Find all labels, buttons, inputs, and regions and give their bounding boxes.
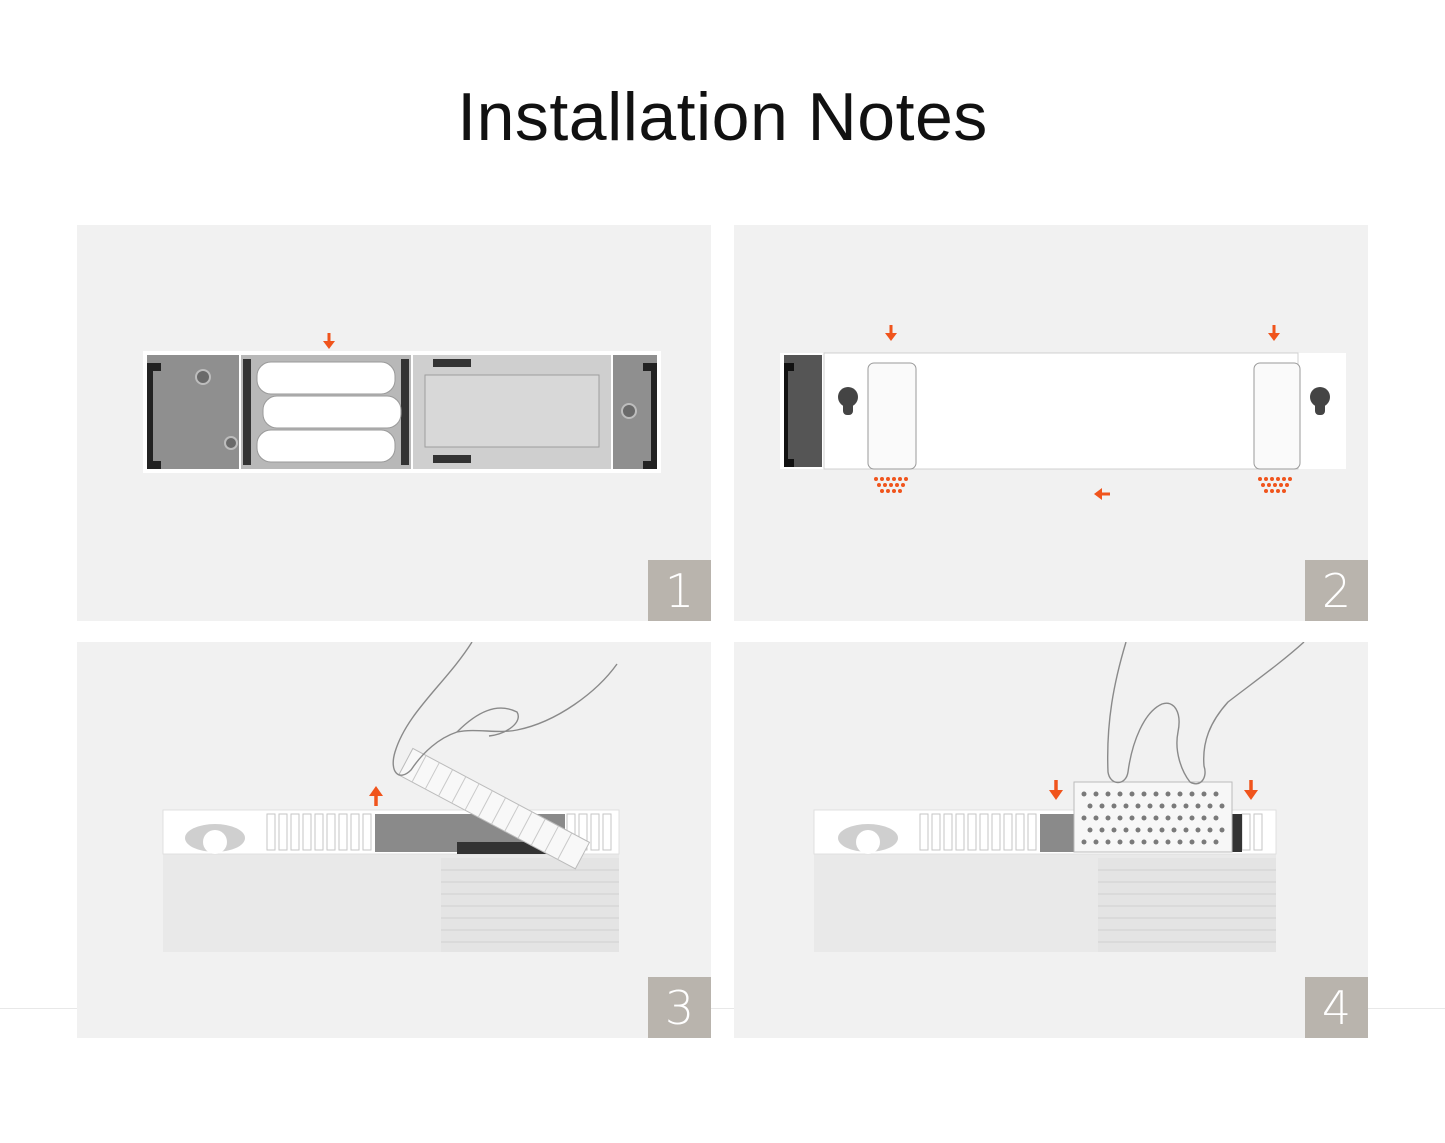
divider	[0, 1008, 1445, 1009]
step-panel-1: 1	[77, 225, 711, 621]
lift-cover-illustration	[162, 642, 620, 952]
step-number-badge: 3	[648, 977, 711, 1038]
battery-compartment-illustration	[143, 333, 661, 473]
step-number-badge: 4	[1305, 977, 1368, 1038]
step-number-badge: 1	[648, 560, 711, 621]
page-title: Installation Notes	[457, 79, 988, 155]
step-number-badge: 2	[1305, 560, 1368, 621]
press-cover-illustration	[813, 642, 1305, 952]
step-panel-4: 4	[734, 642, 1368, 1038]
step-panel-2: 2	[734, 225, 1368, 621]
wall-mount-illustration	[780, 325, 1346, 500]
step-panel-3: 3	[77, 642, 711, 1038]
